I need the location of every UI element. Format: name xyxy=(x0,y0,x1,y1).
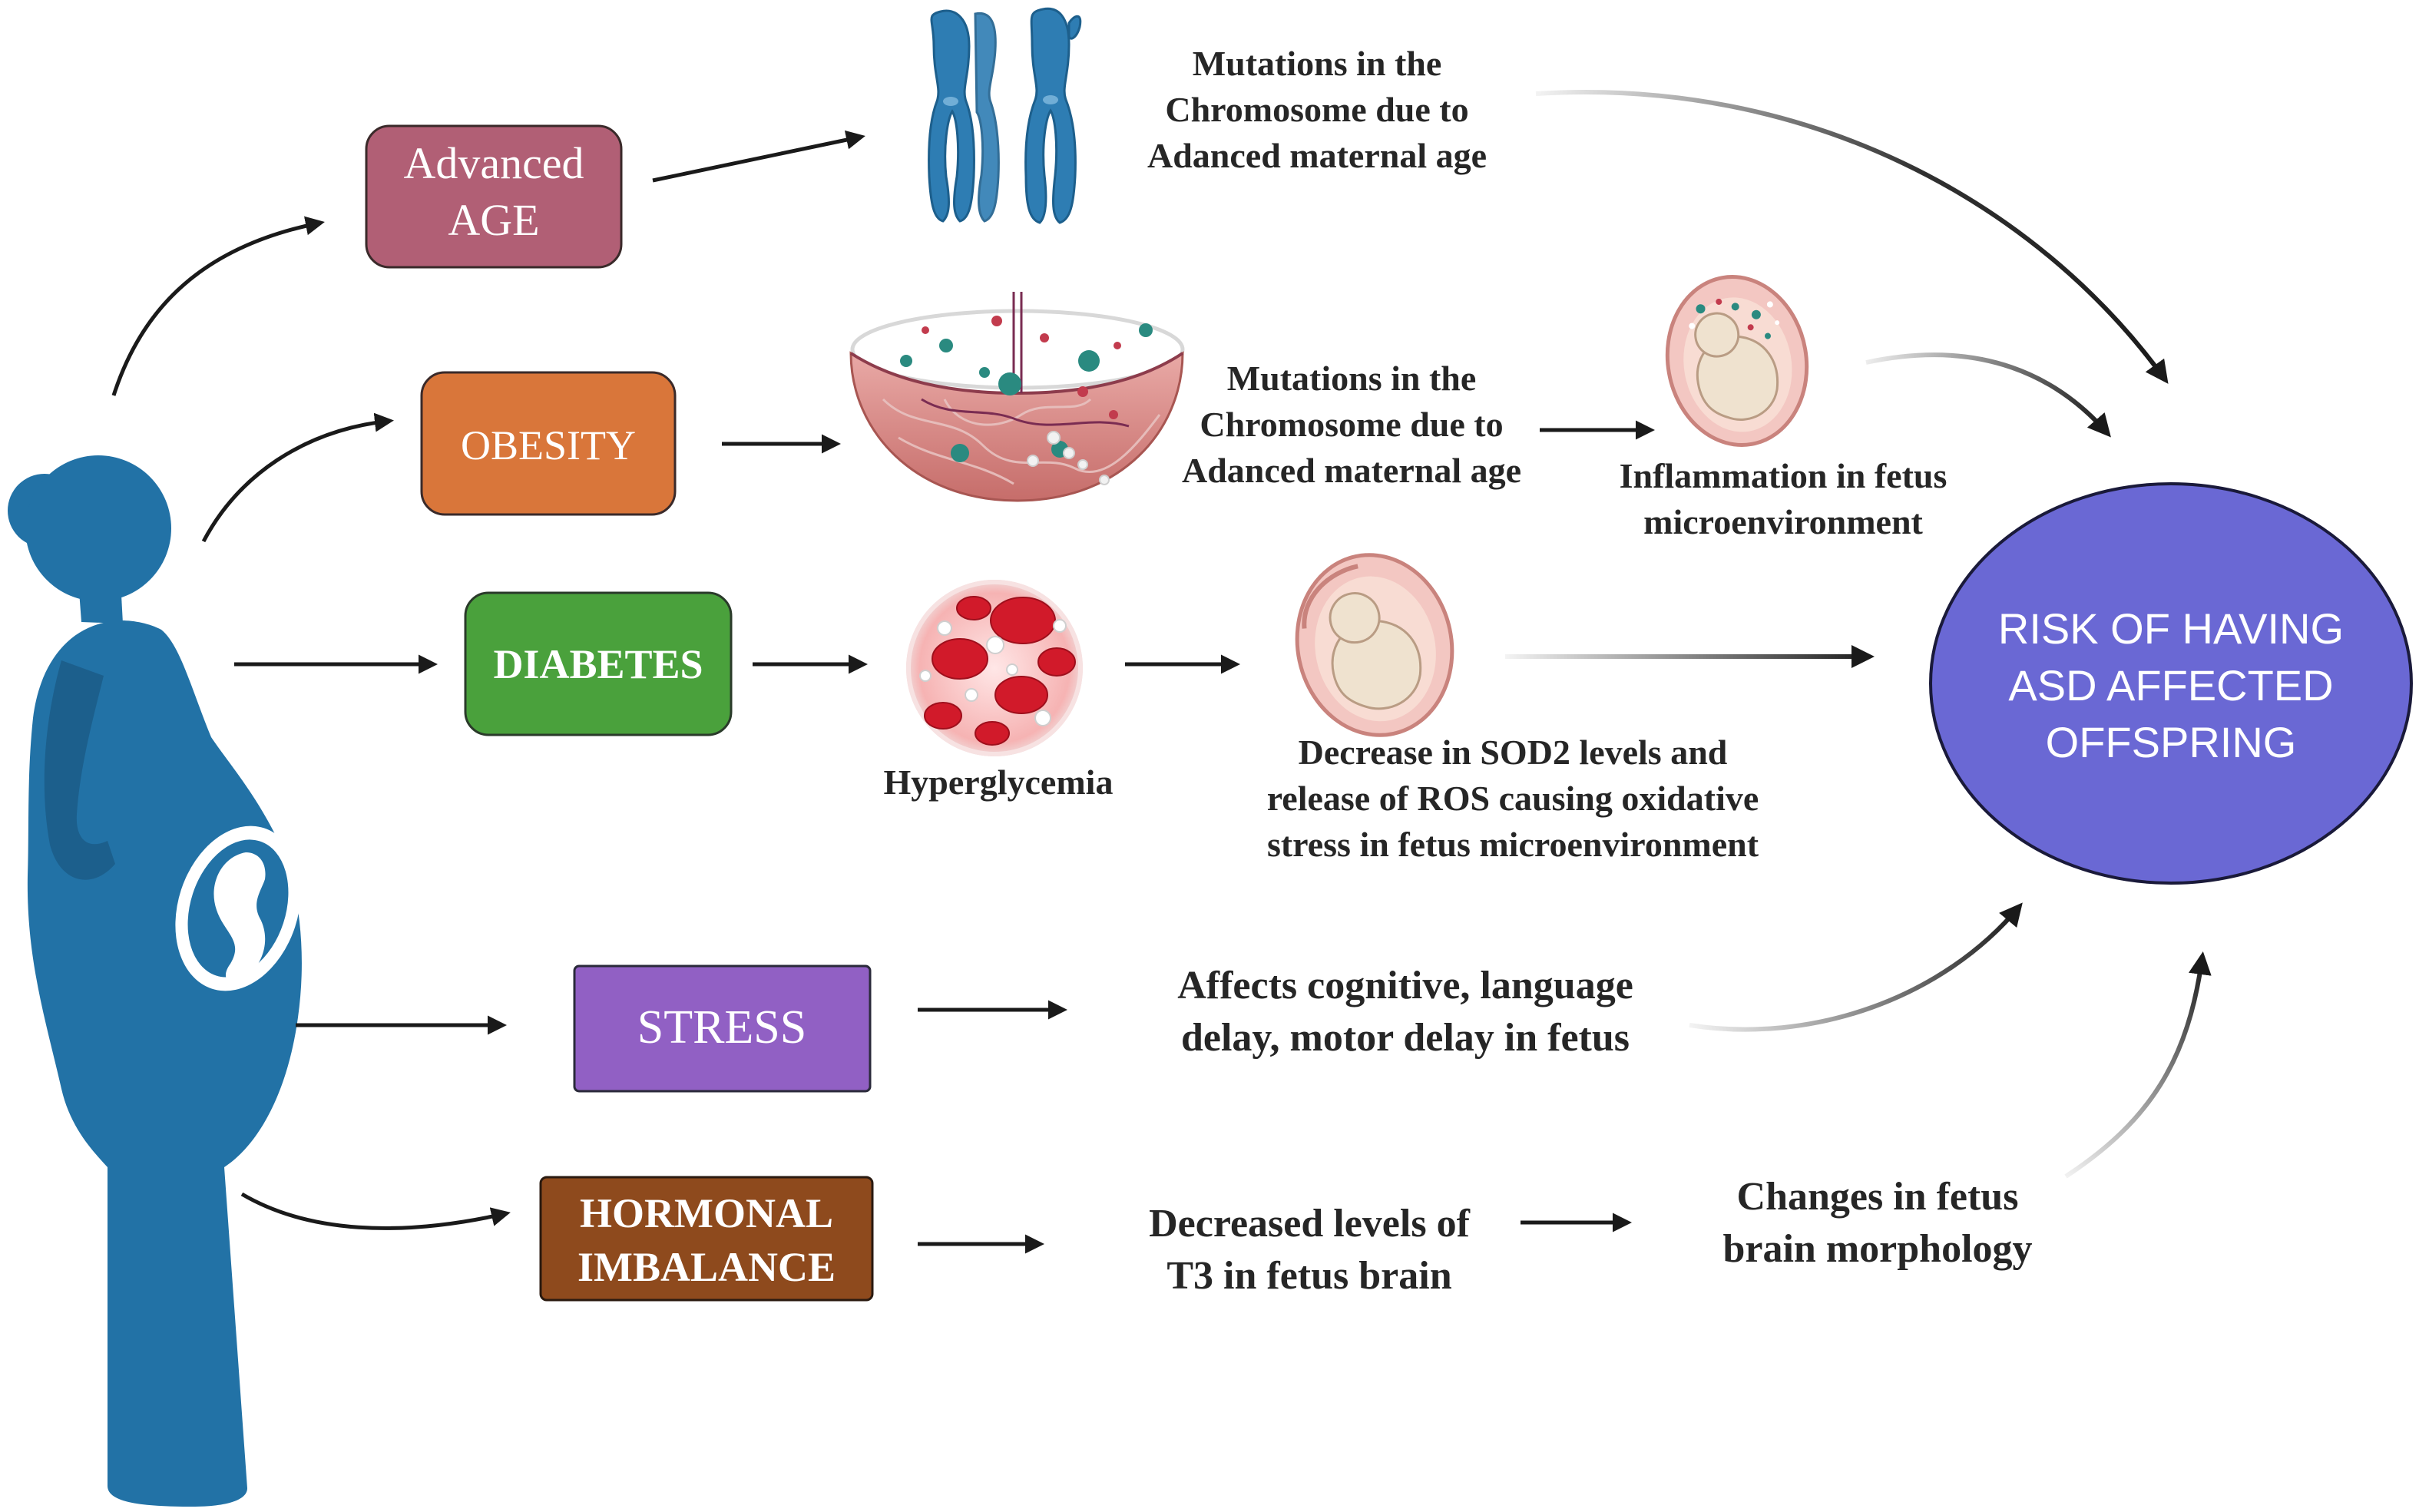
effect-text-line: Inflammation in fetus xyxy=(1620,456,1947,495)
outcome-label: OFFSPRING xyxy=(2046,718,2297,766)
arrow-age-to-chromosome xyxy=(652,130,865,183)
effect-text-line: Adanced maternal age xyxy=(1182,451,1521,490)
effect-age-mutation: Mutations in the Chromosome due to Adanc… xyxy=(1147,44,1487,175)
effect-stress: Affects cognitive, language delay, motor… xyxy=(1177,964,1633,1060)
effect-text-line: Chromosome due to xyxy=(1200,405,1503,444)
outcome-label: ASD AFFECTED xyxy=(2008,661,2333,710)
arrow-woman-to-age xyxy=(111,216,325,396)
effect-text-line: Adanced maternal age xyxy=(1147,136,1487,175)
effect-text-line: brain morphology xyxy=(1722,1227,2032,1271)
factor-box xyxy=(365,124,623,269)
effect-text-line: Mutations in the xyxy=(1193,44,1442,83)
outcome-ellipse xyxy=(1929,482,2413,885)
effect-brain-morphology: Changes in fetus brain morphology xyxy=(1722,1175,2032,1271)
factor-hormonal-imbalance: HORMONAL IMBALANCE xyxy=(539,1176,874,1302)
outcome-arrows xyxy=(1505,89,2212,1179)
effect-sod2: Decrease in SOD2 levels and release of R… xyxy=(1267,733,1759,864)
effect-text-line: delay, motor delay in fetus xyxy=(1181,1016,1630,1060)
pathway-arrows xyxy=(652,130,1655,1254)
factor-label: OBESITY xyxy=(461,422,636,468)
arrow-inflammation-to-risk xyxy=(1865,352,2111,438)
effect-inflammation: Inflammation in fetus microenvironment xyxy=(1620,456,1947,541)
factor-label: DIABETES xyxy=(493,641,703,687)
factor-box xyxy=(464,591,733,736)
factor-diabetes: DIABETES xyxy=(464,591,733,736)
factor-box xyxy=(539,1176,874,1302)
effect-text-line: Decreased levels of xyxy=(1149,1202,1470,1246)
effect-text-line: Changes in fetus xyxy=(1737,1175,2019,1219)
arrow-brain-to-risk xyxy=(2064,951,2212,1179)
fetus-in-uterus-icon xyxy=(1665,275,1809,447)
fetus-in-uterus-icon xyxy=(1295,553,1454,737)
effect-text-line: Affects cognitive, language xyxy=(1177,964,1633,1007)
effect-t3: Decreased levels of T3 in fetus brain xyxy=(1149,1202,1470,1298)
arrow-woman-to-hormonal xyxy=(240,1192,511,1230)
pregnant-woman-icon xyxy=(8,455,302,1507)
factor-label: Advanced xyxy=(403,138,584,188)
effect-text-line: T3 in fetus brain xyxy=(1166,1254,1451,1298)
outcome-label: RISK OF HAVING xyxy=(1998,604,2344,653)
factor-obesity: OBESITY xyxy=(420,371,677,516)
effect-text-line: microenvironment xyxy=(1643,502,1923,541)
adipose-tissue-icon xyxy=(849,292,1185,502)
effect-hyperglycemia: Hyperglycemia xyxy=(884,763,1114,802)
effect-text-line: stress in fetus microenvironment xyxy=(1267,825,1759,864)
effect-text-line: Hyperglycemia xyxy=(884,763,1114,802)
blood-cells-icon xyxy=(906,580,1083,756)
arrow-stress-to-risk xyxy=(1689,902,2023,1032)
outcome-risk-asd: RISK OF HAVING ASD AFFECTED OFFSPRING xyxy=(1929,482,2413,885)
arrow-woman-to-obesity xyxy=(201,412,394,543)
factor-box xyxy=(573,964,872,1093)
effect-text-line: Mutations in the xyxy=(1227,359,1477,398)
factor-box xyxy=(420,371,677,516)
woman-to-factor-arrows xyxy=(111,216,511,1230)
effect-text-line: Decrease in SOD2 levels and xyxy=(1299,733,1728,772)
chromosome-icon xyxy=(928,7,1082,224)
factor-label: IMBALANCE xyxy=(577,1244,836,1290)
factor-label: AGE xyxy=(448,195,539,245)
factor-stress: STRESS xyxy=(573,964,872,1093)
effect-obesity-mutation: Mutations in the Chromosome due to Adanc… xyxy=(1182,359,1521,490)
arrow-age-to-risk xyxy=(1535,89,2169,384)
factor-label: STRESS xyxy=(637,1001,807,1054)
effect-text-line: Chromosome due to xyxy=(1165,90,1468,129)
effect-text-line: release of ROS causing oxidative xyxy=(1267,779,1759,818)
factor-label: HORMONAL xyxy=(580,1190,833,1236)
factor-advanced-age: Advanced AGE xyxy=(365,124,623,269)
